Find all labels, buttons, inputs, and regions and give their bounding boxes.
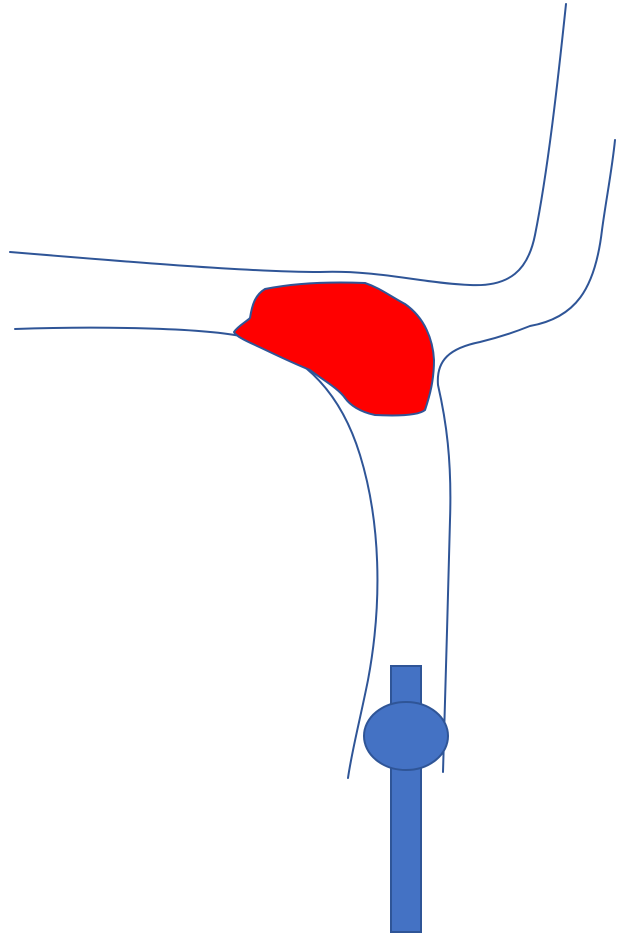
balloon	[364, 702, 448, 770]
